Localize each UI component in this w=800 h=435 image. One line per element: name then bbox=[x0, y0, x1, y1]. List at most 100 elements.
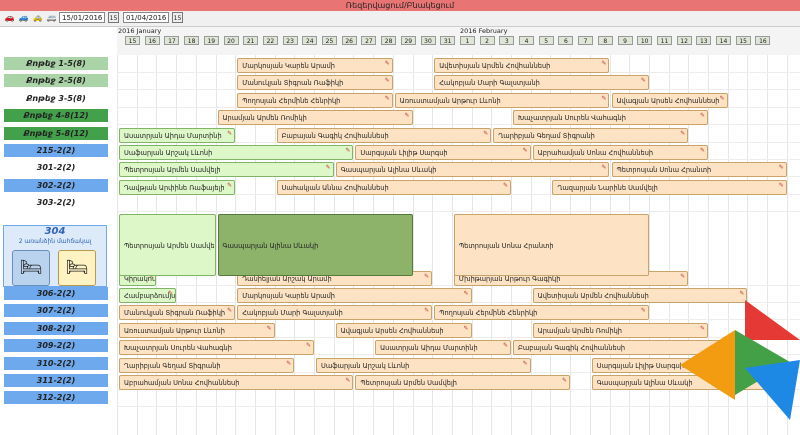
room-item[interactable]: 215-2(2) bbox=[4, 144, 108, 157]
room-item[interactable]: Քոթեջ 1-5(8) bbox=[4, 57, 108, 70]
edit-icon[interactable]: ✎ bbox=[384, 60, 390, 67]
booking-bar[interactable]: Ավագյան Արսեն Հովհաննեսի✎ bbox=[611, 92, 728, 108]
edit-icon[interactable]: ✎ bbox=[739, 290, 745, 297]
room-item[interactable]: Քոթեջ 2-5(8) bbox=[4, 74, 108, 88]
edit-icon[interactable]: ✎ bbox=[502, 181, 508, 189]
booking-bar[interactable]: Ասատրյան Աիդա Մարտինի✎ bbox=[375, 340, 511, 356]
booking-bar[interactable]: Ասատրյան Աիդա Մարտինի✎ bbox=[119, 127, 236, 143]
edit-icon[interactable]: ✎ bbox=[680, 129, 686, 137]
edit-icon[interactable]: ✎ bbox=[463, 324, 469, 332]
booking-bar[interactable]: Ղարիբյան Գեղամ Տիգրանի✎ bbox=[119, 357, 295, 373]
edit-icon[interactable]: ✎ bbox=[739, 342, 745, 350]
booking-bar[interactable]: Արամյան Արմեն Ռոմիկի✎ bbox=[532, 322, 708, 338]
booking-bar[interactable]: Հակոբյան Մարի Գալստյանի✎ bbox=[237, 305, 433, 321]
room-item[interactable]: 311-2(2) bbox=[4, 374, 108, 387]
booking-bar[interactable]: Բաբայան Գագիկ Հովհաննեսի✎ bbox=[513, 340, 748, 356]
edit-icon[interactable]: ✎ bbox=[325, 164, 331, 172]
booking-bar[interactable]: Բաբայան Գագիկ Հովհաննեսի✎ bbox=[276, 127, 492, 143]
edit-icon[interactable]: ✎ bbox=[305, 342, 311, 350]
edit-icon[interactable]: ✎ bbox=[522, 147, 528, 154]
booking-bar[interactable]: Մարկոսյան Կարեն Արամի✎ bbox=[237, 58, 393, 73]
edit-icon[interactable]: ✎ bbox=[562, 377, 568, 384]
booking-bar[interactable]: Սաֆարյան Արշակ Լևոնի✎ bbox=[316, 357, 531, 373]
date-from-input[interactable]: 15/01/2016 bbox=[59, 12, 105, 23]
room-item[interactable]: 306-2(2) bbox=[4, 287, 108, 300]
edit-icon[interactable]: ✎ bbox=[699, 147, 705, 154]
room-item[interactable]: Քոթեջ 5-8(12) bbox=[4, 126, 108, 140]
booking-bar[interactable]: Խաչատրյան Սուրեն Վահագնի✎ bbox=[119, 340, 314, 356]
booking-bar[interactable]: Համբարձումյան Տիգրան Կարենի✎ bbox=[119, 288, 177, 303]
edit-icon[interactable]: ✎ bbox=[384, 94, 390, 102]
booking-bar[interactable]: Գասպարյան Ալինա Սևակի✎ bbox=[335, 162, 610, 178]
booking-bar[interactable]: Պետրոսյան Արմեն Սամվելի✎ bbox=[355, 375, 571, 390]
edit-icon[interactable]: ✎ bbox=[759, 377, 765, 384]
booking-bar[interactable]: Խաչատրյան Սուրեն Վահագնի✎ bbox=[513, 110, 708, 126]
booking-bar[interactable]: Ավագյան Արսեն Հովհաննեսի✎ bbox=[335, 322, 472, 338]
edit-icon[interactable]: ✎ bbox=[483, 129, 489, 137]
date-to-input[interactable]: 01/04/2016 bbox=[123, 12, 169, 23]
edit-icon[interactable]: ✎ bbox=[148, 272, 154, 280]
room-item[interactable]: 301-2(2) bbox=[4, 161, 108, 175]
edit-icon[interactable]: ✎ bbox=[286, 359, 292, 367]
booking-bar[interactable]: Սահակյան Աննա Հովհաննեսի✎ bbox=[276, 179, 511, 195]
edit-icon[interactable]: ✎ bbox=[502, 342, 508, 350]
edit-icon[interactable]: ✎ bbox=[778, 164, 784, 172]
date-to-calendar-button[interactable]: 15 bbox=[172, 12, 183, 23]
edit-icon[interactable]: ✎ bbox=[266, 324, 272, 332]
booking-bar[interactable]: Սարգսյան Լիլիթ Սարգսի✎ bbox=[591, 357, 748, 373]
booking-bar[interactable]: Պողոսյան Հերմինե Հենրիկի✎ bbox=[434, 305, 649, 321]
edit-icon[interactable]: ✎ bbox=[601, 164, 607, 172]
room-item[interactable]: Քոթեջ 4-8(12) bbox=[4, 109, 108, 123]
edit-icon[interactable]: ✎ bbox=[404, 112, 410, 120]
room-card-304[interactable]: 304 2 առանձին մահճակալ 🛏 🛏 bbox=[3, 225, 107, 287]
booking-bar[interactable]: Ղազարյան Նարինե Սամվելի✎ bbox=[552, 179, 787, 195]
booking-bar[interactable]: Դավթյան Արփինե Ռաֆայելի✎ bbox=[119, 179, 236, 195]
booking-bar[interactable]: Ավետիսյան Արմեն Հովհաննեսի✎ bbox=[434, 58, 610, 73]
date-from-calendar-button[interactable]: 15 bbox=[108, 12, 119, 23]
edit-icon[interactable]: ✎ bbox=[384, 77, 390, 85]
edit-icon[interactable]: ✎ bbox=[778, 181, 784, 189]
booking-bar[interactable]: Պետրոսյան Արմեն Սամվելի✎ bbox=[119, 162, 334, 178]
room-item[interactable]: 312-2(2) bbox=[4, 391, 108, 405]
room-item[interactable]: 302-2(2) bbox=[4, 178, 108, 192]
car-icon-3[interactable]: 🚕 bbox=[32, 13, 43, 22]
car-icon-4[interactable]: 🚐 bbox=[46, 13, 57, 22]
room-item[interactable]: 310-2(2) bbox=[4, 356, 108, 370]
room-item[interactable]: 309-2(2) bbox=[4, 339, 108, 353]
car-icon[interactable]: 🚗 bbox=[4, 13, 15, 22]
edit-icon[interactable]: ✎ bbox=[680, 272, 686, 280]
booking-bar[interactable]: Ավետիսյան Արմեն Հովհաննեսի✎ bbox=[532, 288, 748, 303]
edit-icon[interactable]: ✎ bbox=[424, 307, 430, 315]
booking-bar[interactable]: Առուստամյան Արթուր Լևոնի✎ bbox=[119, 322, 275, 338]
booking-bar[interactable]: Սաֆարյան Արշակ Լևոնի✎ bbox=[119, 145, 354, 160]
booking-bar[interactable]: Ղարիբյան Գեղամ Տիգրանի✎ bbox=[493, 127, 689, 143]
booking-bar-large[interactable]: Պետրոսյան Սոնա Հրանտի bbox=[453, 214, 649, 277]
booking-bar[interactable]: Առուստամյան Արթուր Լևոնի✎ bbox=[394, 92, 610, 108]
car-icon-2[interactable]: 🚙 bbox=[18, 13, 29, 22]
edit-icon[interactable]: ✎ bbox=[719, 94, 725, 102]
edit-icon[interactable]: ✎ bbox=[227, 307, 233, 315]
edit-icon[interactable]: ✎ bbox=[601, 94, 607, 102]
edit-icon[interactable]: ✎ bbox=[227, 181, 233, 189]
booking-bar[interactable]: Պողոսյան Հերմինե Հենրիկի✎ bbox=[237, 92, 393, 108]
booking-bar[interactable]: Արամյան Արմեն Ռոմիկի✎ bbox=[217, 110, 413, 126]
booking-bar[interactable]: Գասպարյան Ալինա Սևակի✎ bbox=[591, 375, 768, 390]
edit-icon[interactable]: ✎ bbox=[640, 77, 646, 85]
booking-bar[interactable]: Սարգսյան Լիլիթ Սարգսի✎ bbox=[355, 145, 531, 160]
edit-icon[interactable]: ✎ bbox=[463, 290, 469, 297]
booking-bar[interactable]: Մարկոսյան Կարեն Արամի✎ bbox=[237, 288, 472, 303]
booking-bar[interactable]: Հակոբյան Մարի Գալստյանի✎ bbox=[434, 75, 649, 91]
edit-icon[interactable]: ✎ bbox=[522, 359, 528, 367]
edit-icon[interactable]: ✎ bbox=[699, 112, 705, 120]
edit-icon[interactable]: ✎ bbox=[640, 307, 646, 315]
booking-bar[interactable]: Մանուկյան Տիգրան Ռաֆիկի✎ bbox=[119, 305, 236, 321]
edit-icon[interactable]: ✎ bbox=[168, 290, 174, 297]
edit-icon[interactable]: ✎ bbox=[345, 147, 351, 154]
booking-bar-large[interactable]: Պետրոսյան Արմեն Սամվելի bbox=[119, 214, 216, 277]
edit-icon[interactable]: ✎ bbox=[601, 60, 607, 67]
edit-icon[interactable]: ✎ bbox=[739, 359, 745, 367]
room-item[interactable]: Քոթեջ 3-5(8) bbox=[4, 91, 108, 105]
booking-bar[interactable]: Պետրոսյան Սոնա Հրանտի✎ bbox=[611, 162, 787, 178]
edit-icon[interactable]: ✎ bbox=[227, 129, 233, 137]
booking-bar-large[interactable]: Գասպարյան Ալինա Սևակի bbox=[217, 214, 413, 277]
